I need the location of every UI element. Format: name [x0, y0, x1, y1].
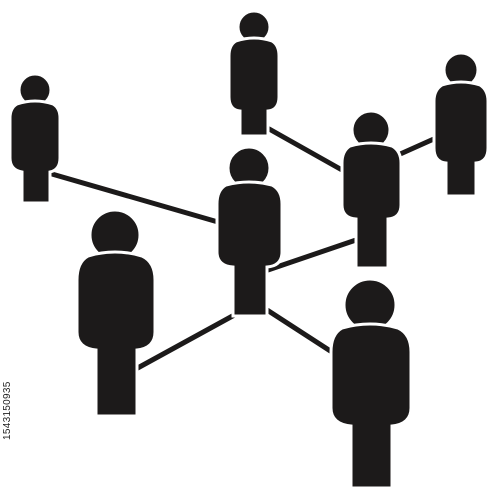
person-icon: [329, 277, 413, 490]
person-icon: [340, 109, 403, 270]
connection-line: [395, 135, 439, 158]
connection-line: [42, 169, 221, 225]
person-icon: [432, 51, 490, 198]
connection-line: [265, 237, 359, 273]
stock-id-label: 1543150935: [2, 381, 13, 440]
connection-lines: [42, 122, 439, 373]
person-icon: [75, 208, 157, 418]
connection-line: [261, 305, 338, 357]
person-icon: [227, 9, 281, 138]
connection-line: [259, 122, 345, 173]
person-icon: [8, 72, 62, 205]
connection-line: [131, 310, 241, 373]
person-icon: [215, 145, 284, 318]
